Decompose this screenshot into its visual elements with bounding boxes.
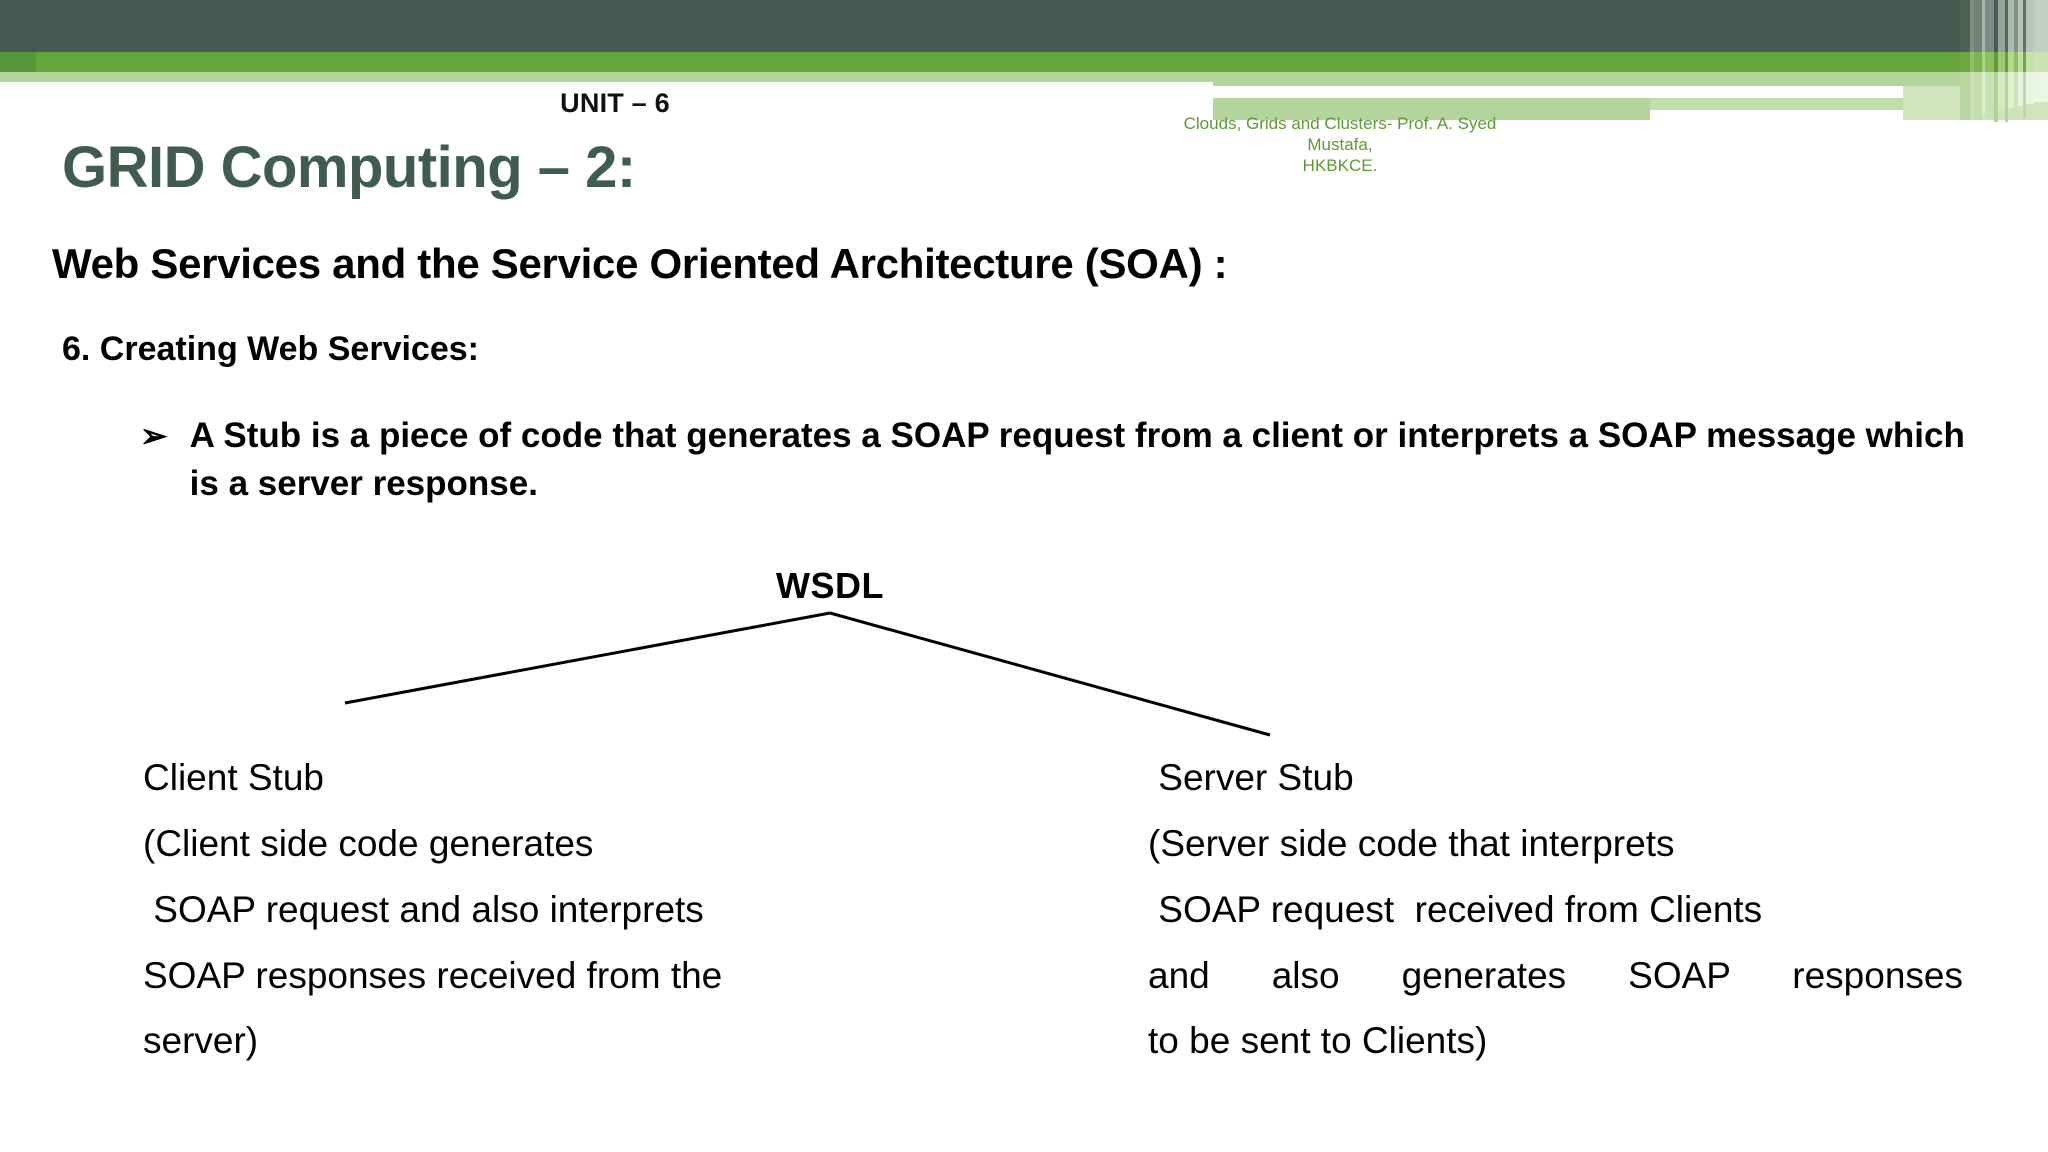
- server-stub-line-4: to be sent to Clients): [1148, 1020, 1488, 1062]
- banner-stripe: [1985, 0, 1994, 130]
- banner-stripe: [2026, 0, 2034, 130]
- server-stub-column: Server Stub (Server side code that inter…: [1148, 745, 1978, 1074]
- banner-band-pale-thin: [1650, 98, 1903, 110]
- server-stub-line-1: (Server side code that interprets: [1148, 822, 1675, 864]
- banner-band-pale-left: [0, 72, 1213, 82]
- banner-stripe: [1982, 0, 1985, 130]
- banner-stripe: [2018, 0, 2023, 130]
- banner-stripe: [1994, 0, 1998, 130]
- client-stub-column: Client Stub (Client side code generates …: [143, 745, 973, 1074]
- credit-line-2: HKBKCE.: [1302, 156, 1378, 175]
- client-stub-line-2: SOAP request and also interprets: [143, 888, 704, 930]
- client-stub-line-1: (Client side code generates: [143, 822, 594, 864]
- server-stub-title: Server Stub: [1148, 757, 1354, 798]
- banner-band-dark: [0, 0, 2048, 52]
- banner-band-green-accent: [0, 52, 36, 72]
- banner-vertical-stripes: [1960, 0, 2048, 130]
- diagram-root-label: WSDL: [776, 565, 884, 606]
- banner-stripe: [2023, 0, 2026, 130]
- banner-stripe: [2008, 0, 2014, 130]
- banner-band-green: [0, 52, 2048, 72]
- banner-gap-strip: [1213, 86, 1903, 98]
- section-heading: Web Services and the Service Oriented Ar…: [52, 240, 1228, 287]
- header-banner: [0, 0, 2048, 130]
- bullet-item: ➢ A Stub is a piece of code that generat…: [140, 412, 1990, 508]
- course-credit: Clouds, Grids and Clusters- Prof. A. Sye…: [1155, 113, 1525, 176]
- unit-label: UNIT – 6: [560, 88, 670, 118]
- diagram-connector-lines: [344, 611, 1271, 737]
- connector-left-branch: [344, 611, 831, 705]
- banner-band-pale-step: [1213, 98, 1650, 120]
- banner-stripe: [2005, 0, 2008, 130]
- server-stub-line-3: and also generates SOAP responses: [1148, 954, 1963, 996]
- page-title: GRID Computing – 2:: [62, 135, 636, 200]
- banner-stripe: [1998, 0, 2005, 130]
- banner-band-pale-right: [1213, 72, 2048, 86]
- banner-stripe: [1974, 0, 1982, 130]
- server-stub-line-2: SOAP request received from Clients: [1148, 888, 1763, 930]
- banner-stripe: [2014, 0, 2018, 130]
- client-stub-line-3: SOAP responses received from the: [143, 954, 723, 996]
- credit-line-1: Clouds, Grids and Clusters- Prof. A. Sye…: [1183, 114, 1497, 154]
- banner-stripe: [2034, 0, 2048, 130]
- client-stub-title: Client Stub: [143, 757, 324, 798]
- banner-stripe: [1960, 0, 1970, 130]
- connector-right-branch: [829, 611, 1271, 737]
- banner-stripe: [1970, 0, 1974, 130]
- subsection-heading: 6. Creating Web Services:: [62, 330, 479, 368]
- client-stub-line-4: server): [143, 1020, 259, 1062]
- bullet-item-text: A Stub is a piece of code that generates…: [189, 416, 1965, 503]
- arrow-bullet-icon: ➢: [140, 417, 168, 454]
